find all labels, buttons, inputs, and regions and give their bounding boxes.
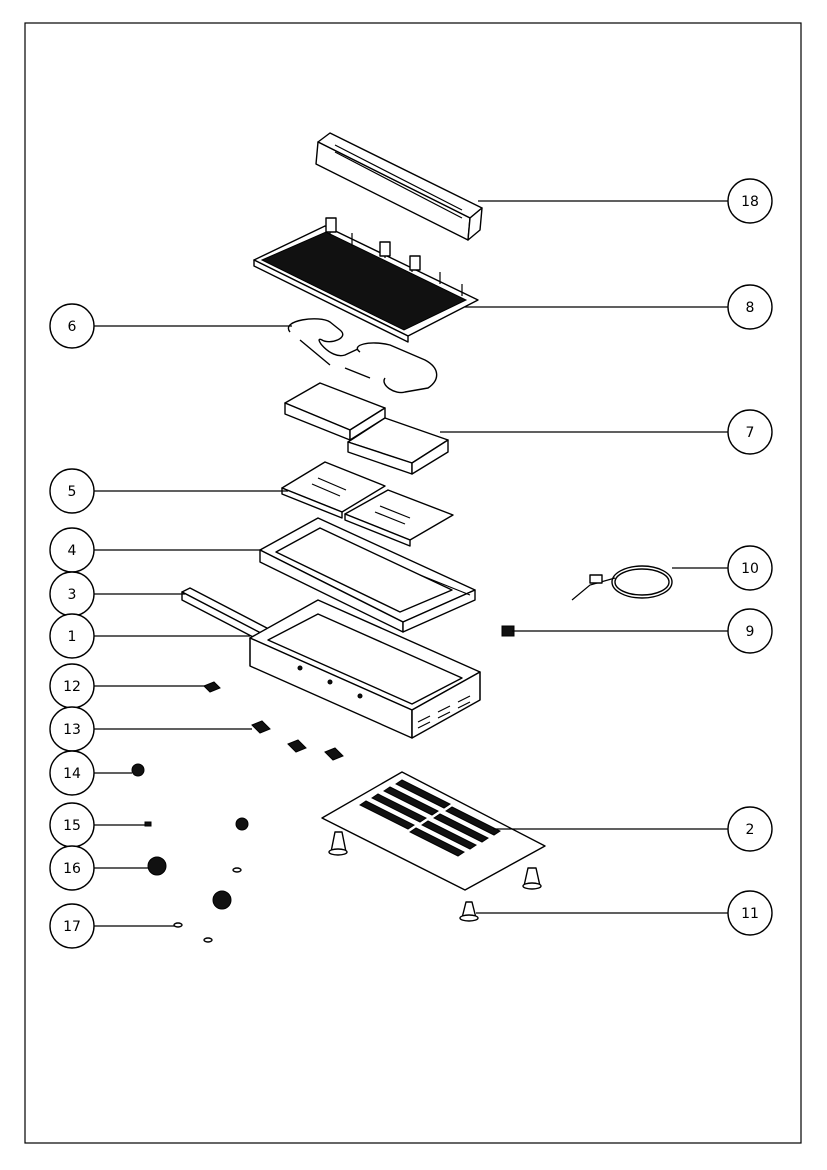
callout-17: 17 [49,903,95,949]
part-5-brackets [281,461,454,547]
part-8-grill-plate [253,217,479,343]
callout-18: 18 [727,178,773,224]
callout-16: 16 [49,845,95,891]
callout-label: 9 [746,624,755,640]
part-7-insulation-pads [284,382,449,475]
callout-13: 13 [49,706,95,752]
callout-label: 5 [68,484,77,500]
callout-label: 1 [68,629,77,645]
drawing-border [24,22,802,1144]
callout-3: 3 [49,571,95,617]
callout-8: 8 [727,284,773,330]
callout-7: 7 [727,409,773,455]
callout-label: 13 [63,722,81,738]
callout-label: 18 [741,194,759,210]
callout-4: 4 [49,527,95,573]
callout-2: 2 [727,806,773,852]
callout-10: 10 [727,545,773,591]
callout-label: 4 [68,543,77,559]
parts-12-17-hardware [131,681,344,943]
callout-label: 3 [68,587,77,603]
callout-15: 15 [49,802,95,848]
callout-label: 16 [63,861,81,877]
callout-label: 10 [741,561,759,577]
part-2-bottom-plate [321,771,546,891]
part-10-probe-cable [571,565,673,601]
callout-12: 12 [49,663,95,709]
callout-label: 14 [63,766,81,782]
callout-label: 8 [746,300,755,316]
callout-label: 17 [63,919,81,935]
part-18-top-rail [315,132,483,241]
callout-11: 11 [727,890,773,936]
part-11-feet [328,831,542,922]
callout-label: 2 [746,822,755,838]
part-1-housing [249,599,481,739]
part-6-heating-elements [287,318,438,394]
callout-label: 15 [63,818,81,834]
part-4-frame [259,517,476,633]
callout-9: 9 [727,608,773,654]
callout-label: 12 [63,679,81,695]
callout-14: 14 [49,750,95,796]
callout-6: 6 [49,303,95,349]
leader-lines [93,200,728,927]
callout-5: 5 [49,468,95,514]
callout-label: 11 [741,906,759,922]
callout-label: 6 [68,319,77,335]
callout-1: 1 [49,613,95,659]
callout-label: 7 [746,425,755,441]
